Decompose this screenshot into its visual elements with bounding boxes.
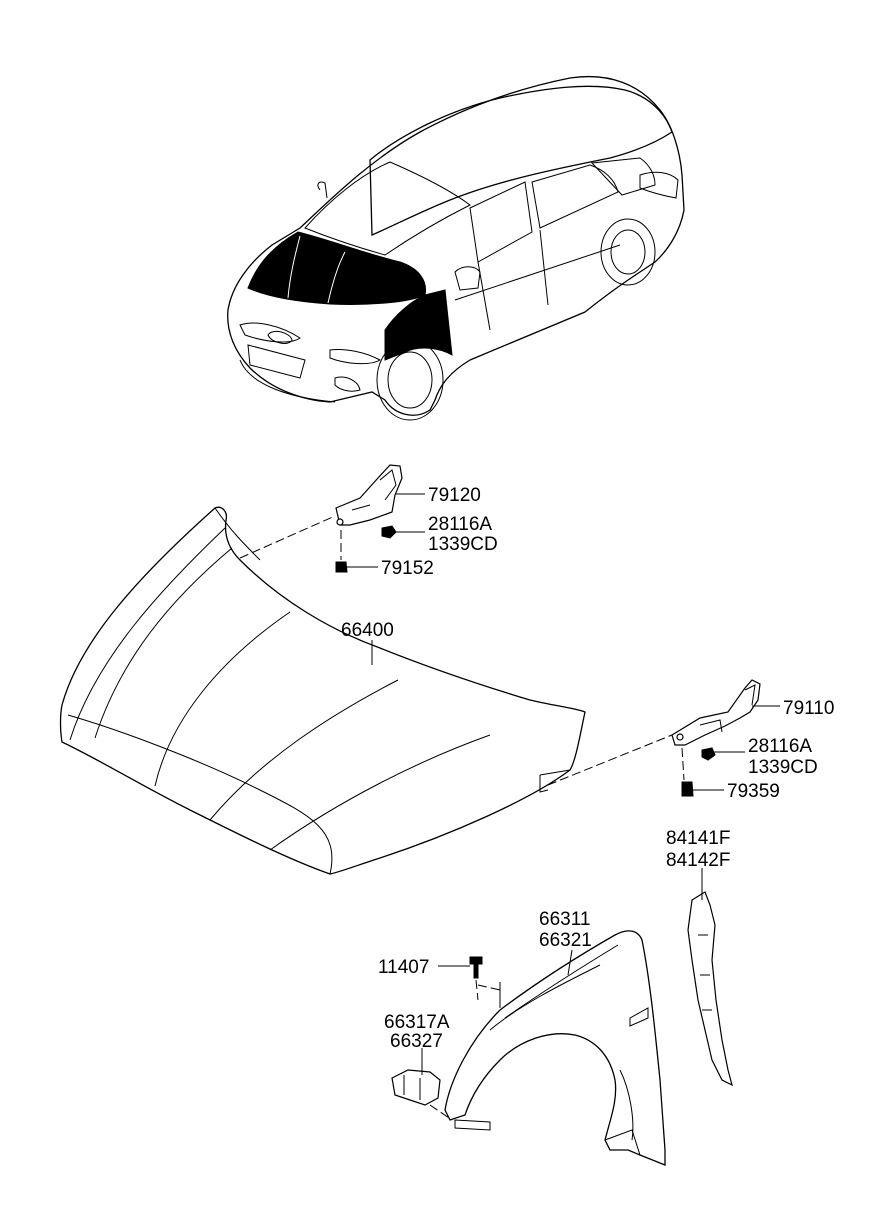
label-79359: 79359 <box>727 781 780 802</box>
fender-bracket <box>391 1069 453 1121</box>
label-66321: 66321 <box>539 930 592 951</box>
label-79120: 79120 <box>428 485 481 506</box>
hood-panel <box>59 506 586 875</box>
label-84141f: 84141F <box>666 828 730 849</box>
nut-lh <box>381 525 397 539</box>
car-illustration <box>227 75 685 421</box>
label-79152: 79152 <box>381 558 434 579</box>
hinge-lh <box>335 464 403 526</box>
label-11407: 11407 <box>378 957 429 978</box>
nut-rh <box>701 747 716 761</box>
label-66317a: 66317A <box>384 1012 450 1033</box>
fender-bolt <box>469 956 501 1008</box>
label-84142f: 84142F <box>666 850 730 871</box>
label-79110: 79110 <box>783 698 834 719</box>
label-1339cd-lh: 1339CD <box>428 534 498 555</box>
label-66311: 66311 <box>539 909 590 930</box>
label-66327: 66327 <box>390 1031 443 1052</box>
hinge-rh <box>671 679 761 746</box>
fender-panel <box>444 930 666 1166</box>
fender-seal <box>687 891 733 1087</box>
bolt-lh <box>335 530 348 573</box>
label-1339cd-rh: 1339CD <box>748 757 818 778</box>
label-66400: 66400 <box>341 620 394 641</box>
label-28116a-lh: 28116A <box>428 514 492 535</box>
label-28116a-rh: 28116A <box>748 736 812 757</box>
bolt-rh <box>681 747 694 797</box>
